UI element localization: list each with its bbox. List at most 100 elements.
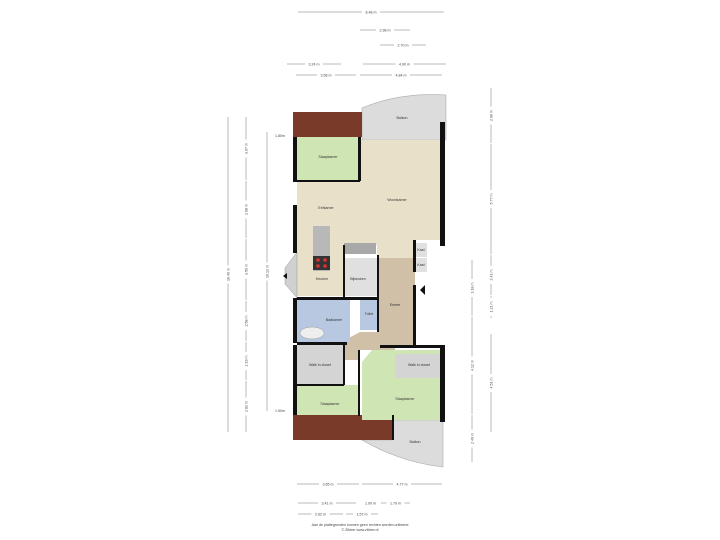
walls (293, 122, 445, 440)
dimension-label: 2.90 m (489, 110, 493, 121)
room-label: Balkon (397, 116, 408, 120)
dimension-label-bg (317, 72, 335, 78)
dimension-label-bg (353, 511, 371, 517)
ceiling-height-label: 1.80m (275, 134, 285, 138)
dimension-label-bg (488, 106, 494, 125)
dimension-label: 2.68 m (244, 204, 248, 215)
dimension-label: 2.98 m (380, 28, 391, 32)
dimension-label: 4.12 m (470, 360, 474, 371)
dimension-label: 4.51 m (489, 378, 493, 389)
entrance-arrow-left-icon (283, 273, 287, 279)
dimension-label-bg (243, 139, 249, 158)
dimension-label-bg (395, 61, 414, 67)
dimension-label: 1.79 m (390, 501, 401, 505)
kitchen-counter (344, 243, 376, 254)
terrace-top (293, 112, 362, 137)
dimension-label-bg (488, 374, 494, 392)
walkin-right (395, 354, 443, 378)
dimension-label: 3.07 m (244, 143, 248, 154)
dimension-label-bg (243, 200, 249, 219)
dimension-label-bg (469, 356, 475, 375)
dimension-label: 3.41 m (322, 501, 333, 505)
dimension-label: 4.90 m (399, 62, 410, 66)
room-label: Balkon (410, 440, 421, 444)
dimension-label: 3.24 m (309, 62, 320, 66)
dimension-label-bg (311, 511, 330, 517)
room-label: Walk in closet (408, 363, 430, 367)
dimension-label-bg (243, 397, 249, 416)
dimension-label-bg (305, 61, 323, 67)
dimension-label-bg (488, 190, 494, 208)
room-label: Woonkamer (387, 198, 407, 202)
entrance-arrow-icon (420, 285, 425, 295)
dimension-label-bg (394, 42, 412, 48)
dimension-label-bg (392, 72, 410, 78)
balcony-bottom (360, 419, 444, 468)
burners (316, 258, 327, 268)
room-label: Kast (417, 263, 424, 267)
living-area (297, 140, 440, 296)
dimension-label: 3.65 m (323, 482, 334, 486)
dimension-label: 2.49 m (470, 433, 474, 444)
dimension-label: 1.21 m (489, 302, 493, 313)
dimension-lines: 8.48 m 2.98 m 2.70 m 3.24 m 4.90 m 3.58 m 4.84… (225, 9, 494, 517)
balcony-top (361, 94, 447, 141)
closet-2 (415, 258, 427, 272)
footer-disclaimer: Aan de plattegronden kunnen geen rechten… (312, 523, 409, 527)
walkin-left (297, 345, 343, 384)
dimension-label-bg (393, 481, 411, 487)
footer-copyright: © Zibber www.zibber.nl (342, 528, 379, 532)
dimension-label-bg (469, 429, 475, 448)
dimension-label-bg (488, 298, 494, 316)
dimension-label: 1.00 m (365, 501, 376, 505)
dimension-label-bg (488, 266, 494, 284)
utility-room (345, 258, 377, 296)
dimension-label-bg (376, 27, 394, 33)
room-label: Eetkamer (318, 206, 334, 210)
room-label: Kast (417, 248, 424, 252)
dimension-label-bg (319, 481, 337, 487)
dimension-label: 2.62 m (315, 512, 326, 516)
dimension-label-bg (362, 9, 380, 15)
dimension-label: 16.40 m (226, 268, 230, 281)
stove-icon (313, 256, 330, 270)
room-label: Toilet (365, 312, 373, 316)
room-label: Badkamer (326, 318, 343, 322)
dimension-label: 10.12 m (265, 265, 269, 278)
room-label: Slaapkamer (320, 402, 340, 406)
dimension-label: 2.82 m (244, 401, 248, 412)
dimension-label-bg (361, 500, 380, 506)
dimension-label-bg (243, 352, 249, 370)
dimension-label: 2.70 m (398, 43, 409, 47)
dimension-label-bg (243, 260, 249, 279)
dimension-label: 1.57 m (357, 512, 368, 516)
bedroom-top (297, 137, 359, 181)
dimension-label-bg (264, 262, 270, 281)
dimension-label: 4.84 m (396, 73, 407, 77)
ceiling-height-label: 1.50m (275, 409, 285, 413)
dimension-label-bg (243, 312, 249, 330)
dimension-label: 4.77 m (397, 482, 408, 486)
dimension-label-bg (318, 500, 336, 506)
dimension-label: 3.58 m (321, 73, 332, 77)
dimension-label: 5.77 m (489, 194, 493, 205)
room-label: Slaapkamer (318, 155, 338, 159)
bedroom-left (297, 385, 358, 415)
dimension-label: 2.19 m (244, 356, 248, 367)
dimension-label: 8.48 m (366, 10, 377, 14)
room-label: Bijkeuken (350, 277, 366, 281)
closet-1 (415, 243, 427, 257)
room-label: Walk in closet (309, 363, 331, 367)
room-label: Slaapkamer (395, 397, 415, 401)
room-label: Entree (390, 303, 401, 307)
dimension-label: 2.41 m (489, 270, 493, 281)
dimension-label: 3.50 m (244, 264, 248, 275)
bathtub-icon (299, 326, 325, 340)
dimension-label-bg (225, 265, 231, 284)
entree-area (345, 258, 415, 360)
dimension-label-bg (469, 279, 475, 297)
dimension-label: 3.18 m (470, 283, 474, 294)
dimension-label-bg (386, 500, 405, 506)
bay-window (284, 251, 298, 299)
